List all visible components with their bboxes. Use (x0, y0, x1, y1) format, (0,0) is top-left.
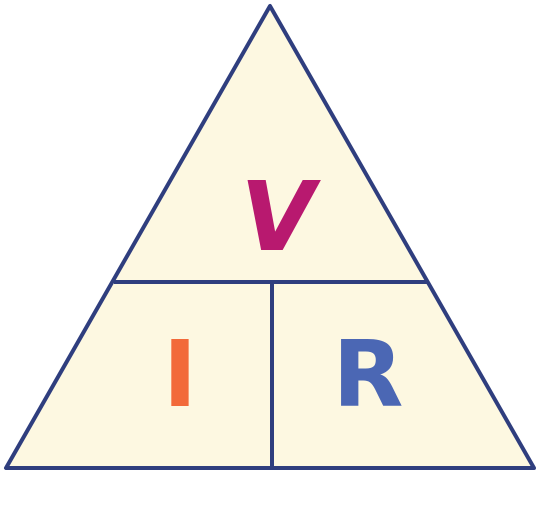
current-label: I (163, 321, 197, 428)
resistance-label: R (333, 321, 404, 428)
